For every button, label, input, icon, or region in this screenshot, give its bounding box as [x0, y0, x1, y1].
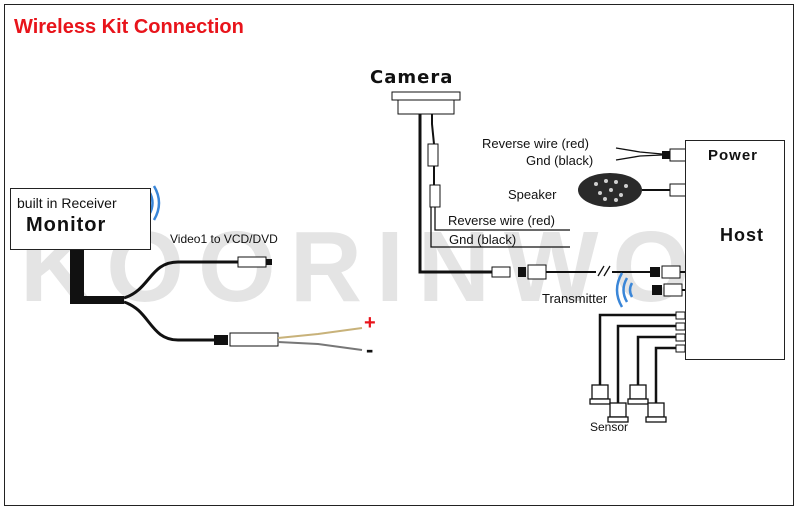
- monitor-label: Monitor: [26, 214, 107, 236]
- host-label: Host: [720, 225, 764, 245]
- camera-unit: [391, 91, 461, 145]
- sensor-wiring: [598, 311, 686, 403]
- transmitter-label: Transmitter: [542, 291, 608, 306]
- camera-main-cable: [418, 144, 492, 274]
- monitor-stand: [70, 250, 124, 304]
- power-lead-positive: [277, 327, 363, 339]
- host-reverse-wire-label: Reverse wire (red): [482, 136, 589, 151]
- video-output-label: Video1 to VCD/DVD: [170, 232, 278, 246]
- host-power-label: Power: [708, 147, 759, 164]
- host-gnd-wire-label: Gnd (black): [526, 153, 594, 168]
- transmitter-wireless-icon: [615, 272, 634, 308]
- speaker-icon: [578, 173, 642, 207]
- monitor-receiver-label: built in Receiver: [17, 195, 117, 211]
- fuse-holder: [229, 332, 279, 347]
- negative-polarity-label: -: [366, 337, 374, 362]
- host-gnd-wire: [615, 154, 663, 161]
- camera-connector: [427, 143, 439, 167]
- transmitter-connector: [661, 265, 681, 279]
- sensor-units: [589, 384, 667, 423]
- camera-gnd-wire: [430, 207, 570, 248]
- sensor-label: Sensor: [590, 420, 629, 434]
- power-lead-negative: [277, 341, 363, 351]
- host-box: Power Host: [685, 140, 785, 360]
- power-cable: [123, 300, 214, 342]
- camera-gnd-wire-label: Gnd (black): [449, 232, 517, 247]
- diagram-title: Wireless Kit Connection: [14, 16, 244, 38]
- video-connector: [237, 256, 267, 268]
- speaker-label: Speaker: [508, 187, 557, 202]
- camera-rca-connector: [491, 266, 511, 278]
- camera-label: Camera: [370, 67, 454, 88]
- monitor-box: built in Receiver Monitor: [10, 188, 151, 250]
- positive-polarity-label: +: [364, 312, 376, 334]
- camera-reverse-wire: [434, 207, 570, 231]
- video-cable: [123, 260, 238, 300]
- diagram-frame: [4, 4, 794, 506]
- host-reverse-wire: [615, 147, 663, 155]
- camera-reverse-wire-label: Reverse wire (red): [448, 213, 555, 228]
